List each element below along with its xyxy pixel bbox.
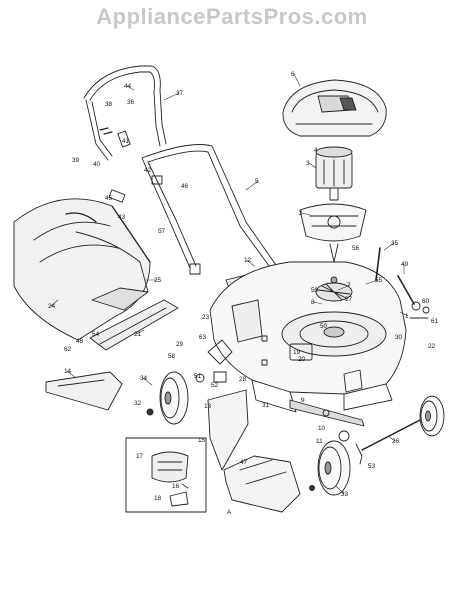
height-adjusters <box>338 247 430 465</box>
mulch-kit-inset <box>125 437 207 513</box>
callout-28: 28 <box>239 376 247 383</box>
callout-3: 3 <box>306 160 310 167</box>
callout-62: 62 <box>64 346 72 353</box>
callout-24: 24 <box>48 303 56 310</box>
callout-56: 56 <box>352 245 360 252</box>
callout-7: 7 <box>347 282 351 289</box>
callout-52: 52 <box>211 382 219 389</box>
leader-line-7 <box>337 284 351 291</box>
rear-parts <box>45 299 301 513</box>
callout-41: 41 <box>122 138 130 145</box>
callout-6: 6 <box>291 71 295 78</box>
callout-50: 50 <box>320 323 328 330</box>
leader-line-35 <box>383 242 395 251</box>
callout-19: 19 <box>293 349 301 356</box>
blade-adapter <box>315 276 353 302</box>
callout-58: 58 <box>168 353 176 360</box>
callout-4: 4 <box>314 147 318 154</box>
callout-21: 21 <box>134 331 142 338</box>
leader-line-3 <box>308 162 317 169</box>
callout-49: 49 <box>401 261 409 268</box>
callout-32: 32 <box>134 400 142 407</box>
callout-31: 31 <box>262 402 270 409</box>
leader-line-6 <box>293 73 301 87</box>
callout-5: 5 <box>255 178 259 185</box>
callout-35: 35 <box>391 240 399 247</box>
leader-line-44 <box>126 85 135 91</box>
leader-line-21 <box>136 329 145 335</box>
leader-line-14 <box>66 370 77 379</box>
callout-36: 36 <box>127 99 135 106</box>
callout-16: 16 <box>172 483 180 490</box>
watermark: AppliancePartsPros.com <box>96 4 368 29</box>
callout-33: 33 <box>341 491 349 498</box>
callout-30: 30 <box>395 334 403 341</box>
callout-42: 42 <box>144 167 152 174</box>
callout-46: 46 <box>181 183 189 190</box>
leader-line-26 <box>387 435 396 442</box>
leader-line-12 <box>246 259 255 267</box>
callout-9: 9 <box>301 397 305 404</box>
callout-48: 48 <box>76 338 84 345</box>
callout-1: 1 <box>405 313 409 320</box>
callout-23: 23 <box>202 314 210 321</box>
callout-25: 25 <box>154 277 162 284</box>
callout-37: 37 <box>176 90 184 97</box>
leader-lines <box>50 73 409 495</box>
callout-51: 51 <box>194 373 202 380</box>
callout-14: 14 <box>64 368 72 375</box>
callout-39: 39 <box>72 157 80 164</box>
callout-40: 40 <box>93 161 101 168</box>
grass-bag <box>13 198 151 341</box>
callout-20: 20 <box>298 356 306 363</box>
callout-34: 34 <box>140 375 148 382</box>
callout-15: 15 <box>198 437 206 444</box>
callout-27: 27 <box>345 296 353 303</box>
callout-53: 53 <box>368 463 376 470</box>
callout-2: 2 <box>299 210 303 217</box>
callout-45: 45 <box>105 195 113 202</box>
callout-17: 17 <box>136 453 144 460</box>
callout-61: 61 <box>431 318 439 325</box>
leader-line-34 <box>142 377 153 386</box>
callout-38: 38 <box>105 101 113 108</box>
callout-A: A <box>227 509 232 516</box>
callout-29: 29 <box>176 341 184 348</box>
blade <box>289 399 365 427</box>
callout-59: 59 <box>311 287 319 294</box>
callout-44: 44 <box>124 83 132 90</box>
leader-line-37 <box>163 92 180 101</box>
callout-60: 60 <box>422 298 430 305</box>
callout-57: 57 <box>158 228 166 235</box>
callout-22: 22 <box>428 343 436 350</box>
leader-line-8 <box>313 301 323 305</box>
callout-13: 13 <box>204 403 212 410</box>
leader-line-24 <box>50 299 59 307</box>
callout-12: 12 <box>244 257 252 264</box>
callout-11: 11 <box>316 438 323 445</box>
callout-43: 43 <box>118 214 126 221</box>
leader-line-5 <box>245 180 259 191</box>
leader-line-33 <box>335 485 345 495</box>
motor-cover <box>282 79 387 137</box>
callout-47: 47 <box>240 459 248 466</box>
front-wheels <box>309 395 445 496</box>
rear-wheels <box>146 371 189 425</box>
callout-63: 63 <box>199 334 207 341</box>
callout-18: 18 <box>154 495 162 502</box>
motor <box>299 146 367 263</box>
callout-8: 8 <box>311 299 315 306</box>
callout-26: 26 <box>392 438 400 445</box>
callout-54: 54 <box>92 331 100 338</box>
leader-line-1 <box>399 311 409 317</box>
leader-line-55 <box>365 279 379 285</box>
mower-deck <box>209 261 407 413</box>
leader-line-2 <box>301 212 311 216</box>
callout-55: 55 <box>375 277 383 284</box>
callout-labels: 1234567891011121314151617181920212223242… <box>48 71 439 516</box>
callout-10: 10 <box>318 425 326 432</box>
